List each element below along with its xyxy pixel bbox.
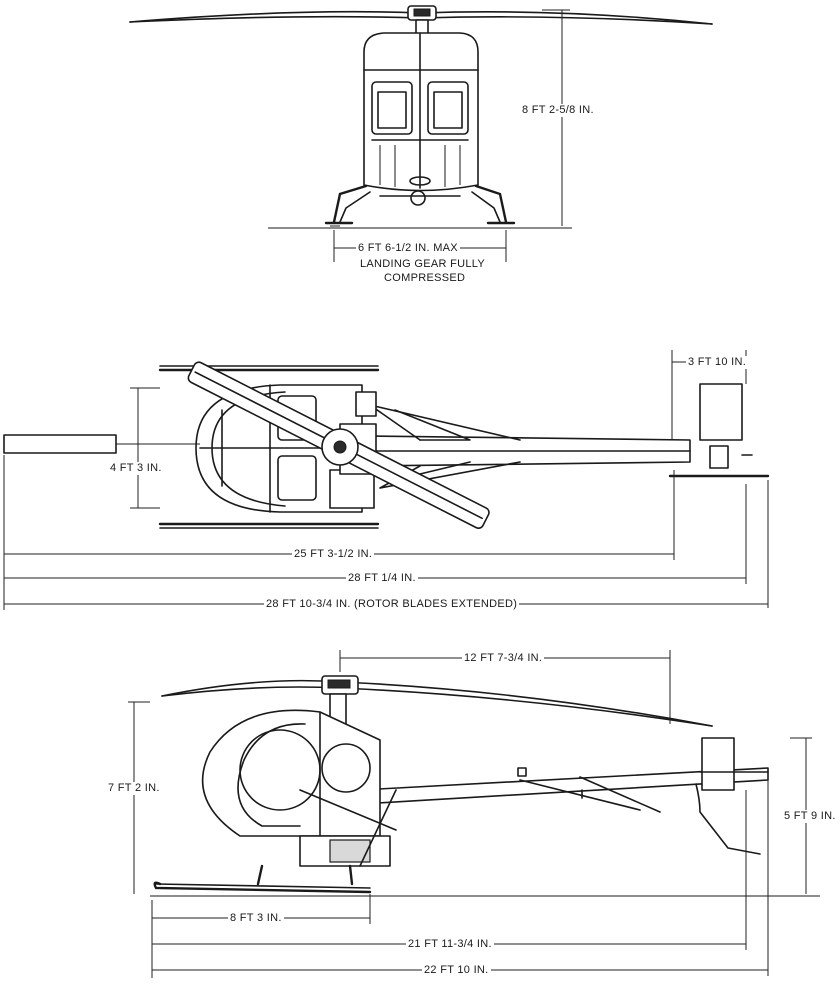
front-gear-width-label-line-2: LANDING GEAR FULLY xyxy=(358,258,488,271)
front-gear-width-label-line-1: 6 FT 6-1/2 IN. MAX xyxy=(356,242,460,255)
top-view xyxy=(3,350,770,610)
front-height-label: 8 FT 2-5/8 IN. xyxy=(520,104,596,117)
side-view xyxy=(128,650,820,978)
side-rotor-to-tail-label: 12 FT 7-3/4 IN. xyxy=(462,652,545,665)
side-height-label: 7 FT 2 IN. xyxy=(106,782,162,795)
front-view xyxy=(129,5,713,262)
top-overall-extended-label: 28 FT 10-3/4 IN. (ROTOR BLADES EXTENDED) xyxy=(264,598,520,611)
side-overall-length-label: 22 FT 10 IN. xyxy=(422,964,491,977)
top-cabin-width-label: 4 FT 3 IN. xyxy=(108,462,164,475)
top-tail-rotor-width-label: 3 FT 10 IN. xyxy=(686,356,749,369)
top-fuselage-length-label: 25 FT 3-1/2 IN. xyxy=(292,548,375,561)
top-overall-length-label: 28 FT 1/4 IN. xyxy=(346,572,418,585)
side-skid-length-label: 8 FT 3 IN. xyxy=(228,912,284,925)
side-length-label: 21 FT 11-3/4 IN. xyxy=(406,938,494,951)
front-gear-width-label-line-3: COMPRESSED xyxy=(382,272,468,285)
side-tail-height-label: 5 FT 9 IN. xyxy=(782,810,838,823)
